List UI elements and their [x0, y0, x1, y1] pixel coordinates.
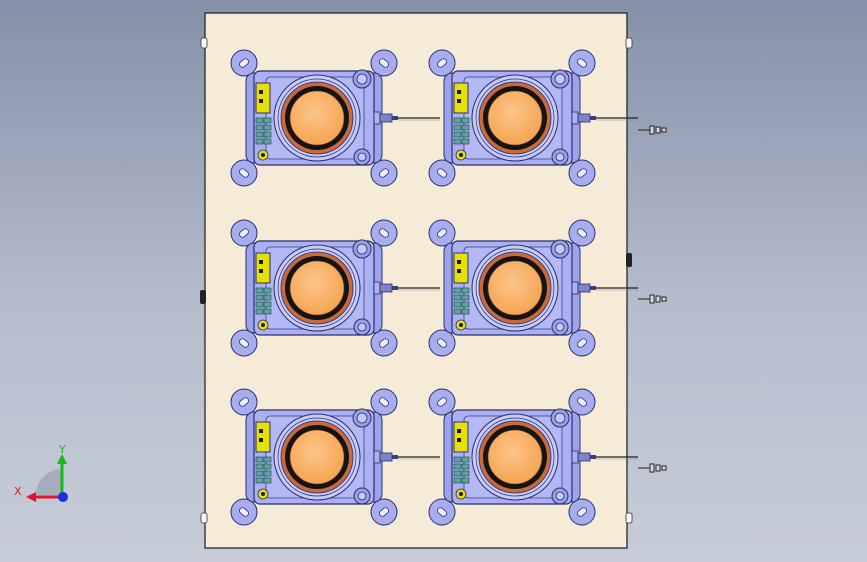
coordinate-triad [26, 454, 68, 502]
cable-plugs [638, 125, 667, 473]
side-boss-left [200, 290, 206, 304]
triad-y-label: Y [59, 443, 66, 456]
plate-screws [200, 37, 633, 524]
side-boss-right [626, 253, 632, 267]
triad-x-label: X [14, 485, 22, 498]
